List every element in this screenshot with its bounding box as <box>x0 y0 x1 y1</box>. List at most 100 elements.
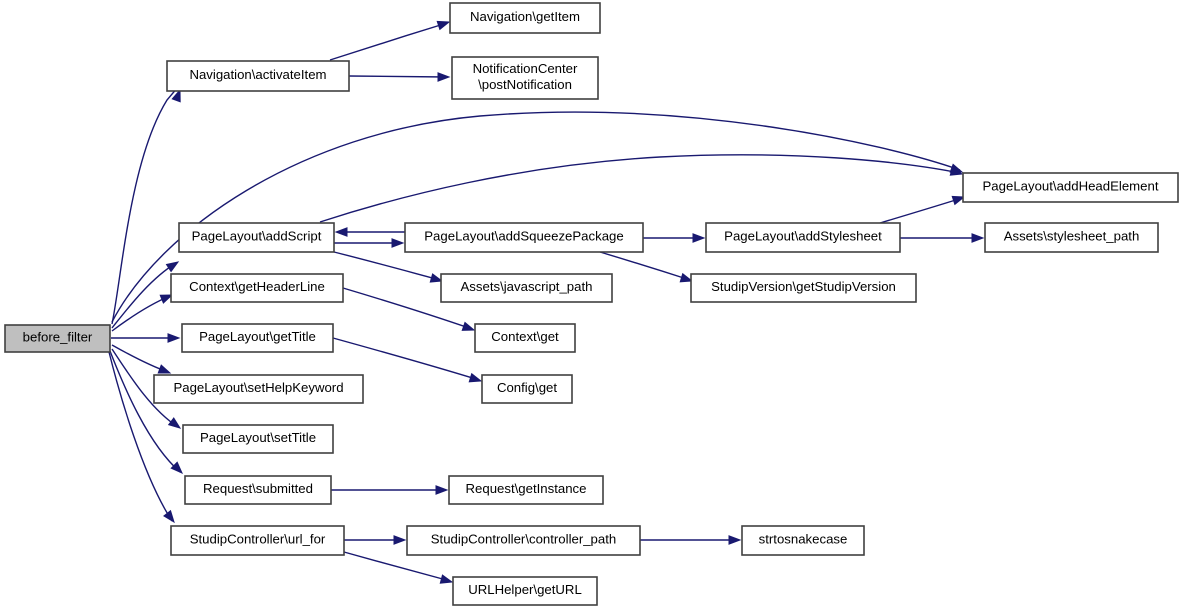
arrowhead-get_title-to-config_get <box>468 372 483 383</box>
arrowhead-add_stylesheet-to-add_head <box>951 195 966 206</box>
node-box-add_stylesheet[interactable] <box>705 222 901 253</box>
arrowhead-add_squeeze-to-studip_version <box>679 272 694 283</box>
arrowhead-nav_activate-to-notif_post <box>437 72 451 82</box>
arrowhead-add_stylesheet-to-assets_css <box>971 233 985 243</box>
node-notif_post[interactable]: NotificationCenter\postNotification <box>451 56 599 100</box>
edge-before_filter-to-nav_activate <box>111 86 179 325</box>
node-nav_activate[interactable]: Navigation\activateItem <box>166 60 350 92</box>
arrowhead-before_filter-to-url_for <box>163 509 175 524</box>
edge-before_filter-to-ctx_headerline <box>111 295 171 332</box>
node-label-set_helpkeyword: PageLayout\setHelpKeyword <box>173 380 343 395</box>
node-label-nav_activate: Navigation\activateItem <box>189 67 326 82</box>
edge-ctx_headerline-to-ctx_get <box>342 287 473 330</box>
arrowhead-add_squeeze-to-add_script <box>334 227 348 237</box>
node-box-assets_css[interactable] <box>984 222 1159 253</box>
node-box-add_squeeze[interactable] <box>404 222 644 253</box>
node-box-req_submitted[interactable] <box>184 475 332 505</box>
node-set_title[interactable]: PageLayout\setTitle <box>182 424 334 454</box>
arrowheads-layer <box>157 20 985 584</box>
node-url_for[interactable]: StudipController\url_for <box>170 525 345 556</box>
node-config_get[interactable]: Config\get <box>481 374 573 404</box>
edge-add_squeeze-to-studip_version <box>599 251 691 281</box>
node-label-set_title: PageLayout\setTitle <box>200 430 316 445</box>
edge-before_filter-to-req_submitted <box>109 350 181 473</box>
edge-url_for-to-url_helper <box>343 551 451 582</box>
node-box-set_helpkeyword[interactable] <box>153 374 364 404</box>
node-assets_css[interactable]: Assets\stylesheet_path <box>984 222 1159 253</box>
node-nav_getitem[interactable]: Navigation\getItem <box>449 2 601 34</box>
arrowhead-req_submitted-to-req_instance <box>435 485 449 495</box>
node-box-strtosnakecase[interactable] <box>741 525 865 556</box>
arrowhead-before_filter-to-add_script <box>165 261 180 273</box>
node-label-nav_getitem: Navigation\getItem <box>470 9 580 24</box>
node-box-add_head[interactable] <box>962 172 1179 203</box>
node-url_helper[interactable]: URLHelper\getURL <box>452 576 598 606</box>
node-box-ctx_headerline[interactable] <box>170 273 344 303</box>
node-strtosnakecase[interactable]: strtosnakecase <box>741 525 865 556</box>
nodes-layer: before_filter Navigation\activateItem Navi… <box>4 2 1179 606</box>
node-label-get_title: PageLayout\getTitle <box>199 329 316 344</box>
node-assets_js[interactable]: Assets\javascript_path <box>440 273 613 303</box>
node-label-notif_post: NotificationCenter\postNotification <box>473 61 578 92</box>
node-label-studip_version: StudipVersion\getStudipVersion <box>711 279 896 294</box>
node-box-set_title[interactable] <box>182 424 334 454</box>
node-box-add_script[interactable] <box>178 222 335 253</box>
node-box-assets_js[interactable] <box>440 273 613 303</box>
node-add_script[interactable]: PageLayout\addScript <box>178 222 335 253</box>
node-box-before_filter[interactable] <box>4 324 111 353</box>
node-label-add_head: PageLayout\addHeadElement <box>983 179 1159 194</box>
node-add_stylesheet[interactable]: PageLayout\addStylesheet <box>705 222 901 253</box>
arrowhead-nav_activate-to-nav_getitem <box>436 20 451 31</box>
node-box-url_for[interactable] <box>170 525 345 556</box>
node-add_head[interactable]: PageLayout\addHeadElement <box>962 172 1179 203</box>
node-label-strtosnakecase: strtosnakecase <box>759 532 848 547</box>
arrowhead-before_filter-to-ctx_headerline <box>159 294 174 304</box>
edge-nav_activate-to-nav_getitem <box>329 22 448 61</box>
node-label-req_instance: Request\getInstance <box>466 481 587 496</box>
node-label-controller_path: StudipController\controller_path <box>431 532 616 547</box>
arrowhead-add_script-to-add_squeeze <box>391 238 405 248</box>
arrowhead-ctx_headerline-to-ctx_get <box>461 321 476 331</box>
arrowhead-add_script-to-add_head <box>949 166 964 176</box>
node-add_squeeze[interactable]: PageLayout\addSqueezePackage <box>404 222 644 253</box>
edge-nav_activate-to-notif_post <box>348 75 448 78</box>
edge-add_stylesheet-to-add_head <box>879 197 963 224</box>
arrowhead-url_for-to-controller_path <box>393 535 407 545</box>
node-box-req_instance[interactable] <box>448 475 604 505</box>
node-box-studip_version[interactable] <box>690 273 917 303</box>
node-get_title[interactable]: PageLayout\getTitle <box>181 323 334 353</box>
node-box-nav_getitem[interactable] <box>449 2 601 34</box>
arrowhead-before_filter-to-get_title <box>167 333 181 343</box>
node-label-config_get: Config\get <box>497 380 557 395</box>
node-before_filter[interactable]: before_filter <box>4 324 111 353</box>
node-box-nav_activate[interactable] <box>166 60 350 92</box>
node-req_instance[interactable]: Request\getInstance <box>448 475 604 505</box>
edge-add_script-to-add_head <box>319 154 961 223</box>
node-ctx_get[interactable]: Context\get <box>474 323 576 353</box>
node-controller_path[interactable]: StudipController\controller_path <box>406 525 641 556</box>
edge-get_title-to-config_get <box>332 337 480 381</box>
node-box-notif_post[interactable] <box>451 56 599 100</box>
node-label-url_helper: URLHelper\getURL <box>468 582 582 597</box>
node-label-assets_js: Assets\javascript_path <box>461 279 593 294</box>
node-box-get_title[interactable] <box>181 323 334 353</box>
node-studip_version[interactable]: StudipVersion\getStudipVersion <box>690 273 917 303</box>
node-box-ctx_get[interactable] <box>474 323 576 353</box>
arrowhead-before_filter-to-req_submitted <box>170 461 183 474</box>
node-box-config_get[interactable] <box>481 374 573 404</box>
arrowhead-controller_path-to-strtosnakecase <box>728 535 742 545</box>
node-ctx_headerline[interactable]: Context\getHeaderLine <box>170 273 344 303</box>
node-set_helpkeyword[interactable]: PageLayout\setHelpKeyword <box>153 374 364 404</box>
arrowhead-before_filter-to-nav_activate <box>171 88 181 103</box>
node-box-controller_path[interactable] <box>406 525 641 556</box>
arrowhead-before_filter-to-set_title <box>167 417 182 429</box>
arrowhead-add_script-to-assets_js <box>429 273 444 283</box>
node-label-assets_css: Assets\stylesheet_path <box>1004 229 1140 244</box>
node-box-url_helper[interactable] <box>452 576 598 606</box>
node-req_submitted[interactable]: Request\submitted <box>184 475 332 505</box>
node-label-add_stylesheet: PageLayout\addStylesheet <box>724 229 882 244</box>
node-label-add_script: PageLayout\addScript <box>192 229 322 244</box>
node-label-ctx_get: Context\get <box>491 329 559 344</box>
